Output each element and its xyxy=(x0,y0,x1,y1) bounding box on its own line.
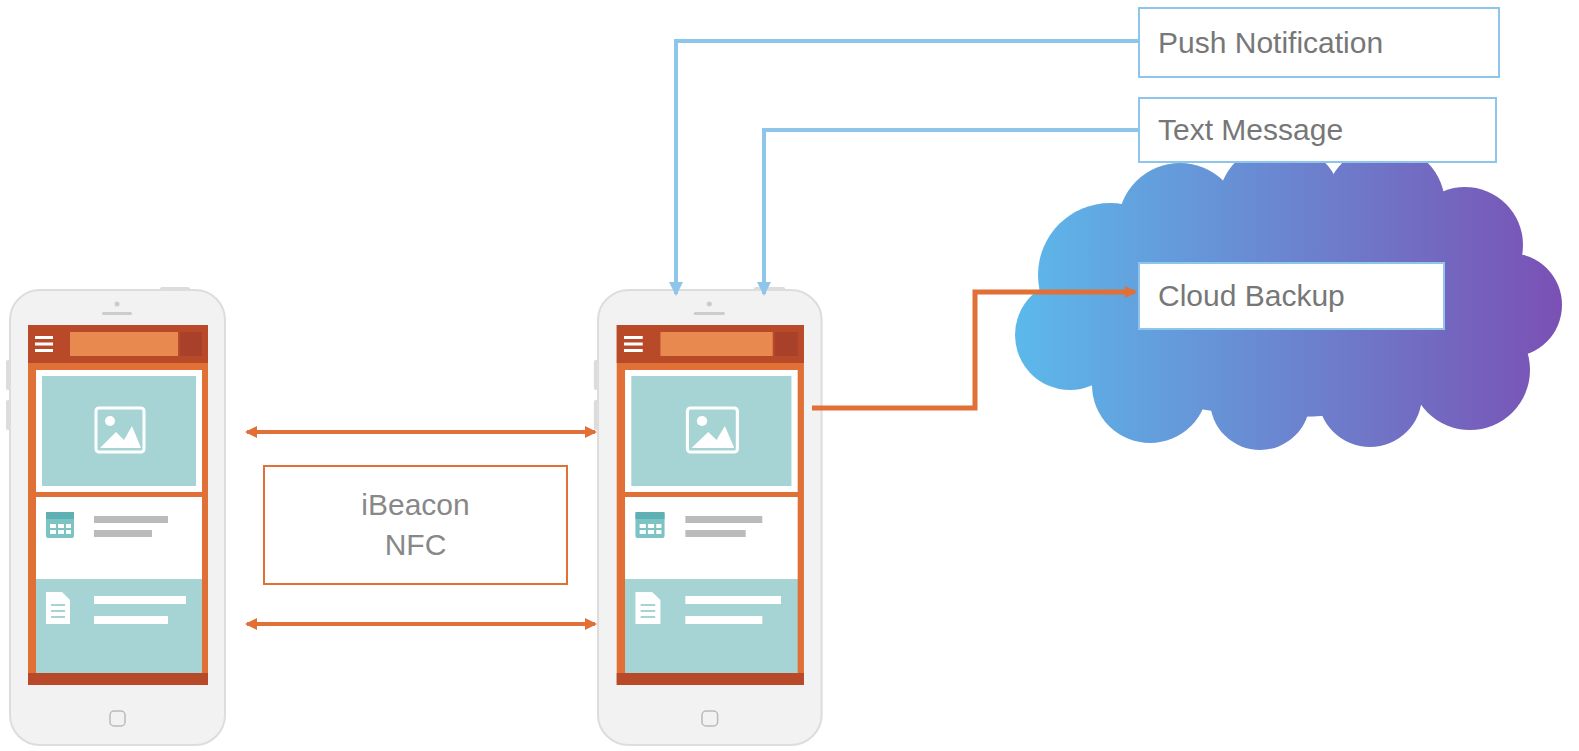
phone-left xyxy=(6,287,225,745)
text-line xyxy=(764,130,1138,294)
backup-line xyxy=(812,292,1135,408)
node-label: Cloud Backup xyxy=(1158,277,1345,315)
node-label: iBeacon NFC xyxy=(351,485,481,565)
node-label: Push Notification xyxy=(1158,24,1383,62)
phone-right xyxy=(594,287,822,745)
sync-arrow-top xyxy=(247,430,595,434)
notification-box: Push Notification xyxy=(1138,7,1500,78)
push-line xyxy=(676,41,1138,294)
protocol-box: iBeacon NFC xyxy=(263,465,568,585)
message-box: Text Message xyxy=(1138,97,1497,163)
cloud-shape xyxy=(1015,143,1562,450)
sync-arrow-bottom xyxy=(247,622,595,626)
node-label: Text Message xyxy=(1158,111,1343,149)
backup-box: Cloud Backup xyxy=(1138,262,1445,330)
arrows xyxy=(247,41,1138,624)
